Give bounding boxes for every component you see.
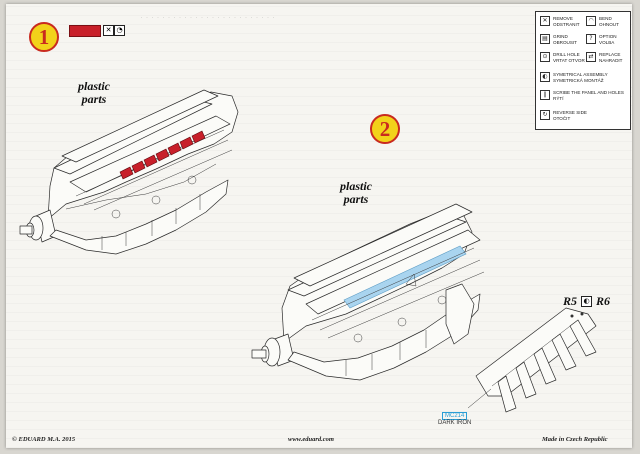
legend-text: VRTAT OTVOR [553, 57, 585, 63]
legend-text: OPTION [599, 34, 617, 39]
footer-copyright: © EDUARD M.A. 2015 [12, 436, 76, 443]
option-icon: ? [586, 34, 596, 44]
legend-text: RÝTÍ [553, 95, 564, 101]
plastic-parts-label-2: plastic parts [340, 180, 372, 206]
legend-text: SYMETRICKÁ MONTÁŽ [553, 77, 604, 83]
scribe-icon: ∥ [540, 90, 550, 100]
replace-icon: ⇄ [586, 52, 596, 62]
symmetrical-icon: ◐ [540, 72, 550, 82]
legend-text: OHNOUT [599, 21, 619, 27]
plastic-label-line1: plastic [340, 179, 372, 193]
legend-text: ODSTRANIT [553, 21, 580, 27]
legend-text: REPLACE [599, 52, 621, 57]
legend-text: VOLBA [599, 39, 615, 45]
legend-text: OBROUSIT [553, 39, 577, 45]
exhaust-stacks [467, 307, 597, 413]
ghost-text: · · · · · · · · · · · · · · · · · · · · … [140, 12, 275, 22]
legend-text: REVERSE SIDE [553, 110, 587, 115]
remove-icon: ✕ [540, 16, 550, 26]
symmetrical-icon: ◐ [581, 296, 593, 307]
footer-made-in: Made in Czech Republic [542, 436, 608, 443]
legend-text: BEND [599, 16, 612, 21]
red-color-chip [69, 25, 101, 37]
instruction-sheet: · · · · · · · · · · · · · · · · · · · · … [6, 4, 632, 448]
bend-icon: ◠ [586, 16, 596, 26]
engine-drawings [19, 89, 597, 413]
legend-text: GRIND [553, 34, 568, 39]
bend-icon: ◔ [114, 25, 125, 36]
part-number-label: R5 ◐ R6 [563, 294, 610, 309]
plastic-parts-label-1: plastic parts [78, 80, 110, 106]
color-callout: MC214 DARK IRON [438, 412, 471, 426]
color-name: DARK IRON [438, 420, 472, 426]
legend-text: REMOVE [553, 16, 573, 21]
legend-text: DRILL HOLE [553, 52, 580, 57]
part-r5: R5 [563, 294, 578, 308]
color-code: MC214 [442, 412, 468, 420]
plastic-label-line2: parts [343, 192, 369, 206]
remove-icon: ✕ [103, 25, 114, 36]
drill-icon: ⊙ [540, 52, 550, 62]
plastic-label-line2: parts [81, 92, 107, 106]
legend-text: NAHRADIT [599, 57, 623, 63]
step-2-badge: 2 [370, 114, 400, 144]
grind-icon: ▤ [540, 34, 550, 44]
step-1-badge: 1 [29, 22, 59, 52]
legend-text: SYMETRICAL ASSEMBLY [553, 72, 608, 77]
reverse-icon: ↻ [540, 110, 550, 120]
legend-text: SCRIBE THE PANEL AND HOLES [553, 90, 624, 95]
engine-step1 [19, 89, 239, 255]
blue-highlighted-part [343, 245, 467, 309]
part-r6: R6 [596, 294, 611, 308]
engine-step2 [251, 203, 485, 381]
plastic-label-line1: plastic [78, 79, 110, 93]
red-highlighted-parts [119, 130, 206, 180]
legend-text: OTOČIT [553, 115, 571, 121]
footer-website: www.eduard.com [288, 436, 334, 443]
